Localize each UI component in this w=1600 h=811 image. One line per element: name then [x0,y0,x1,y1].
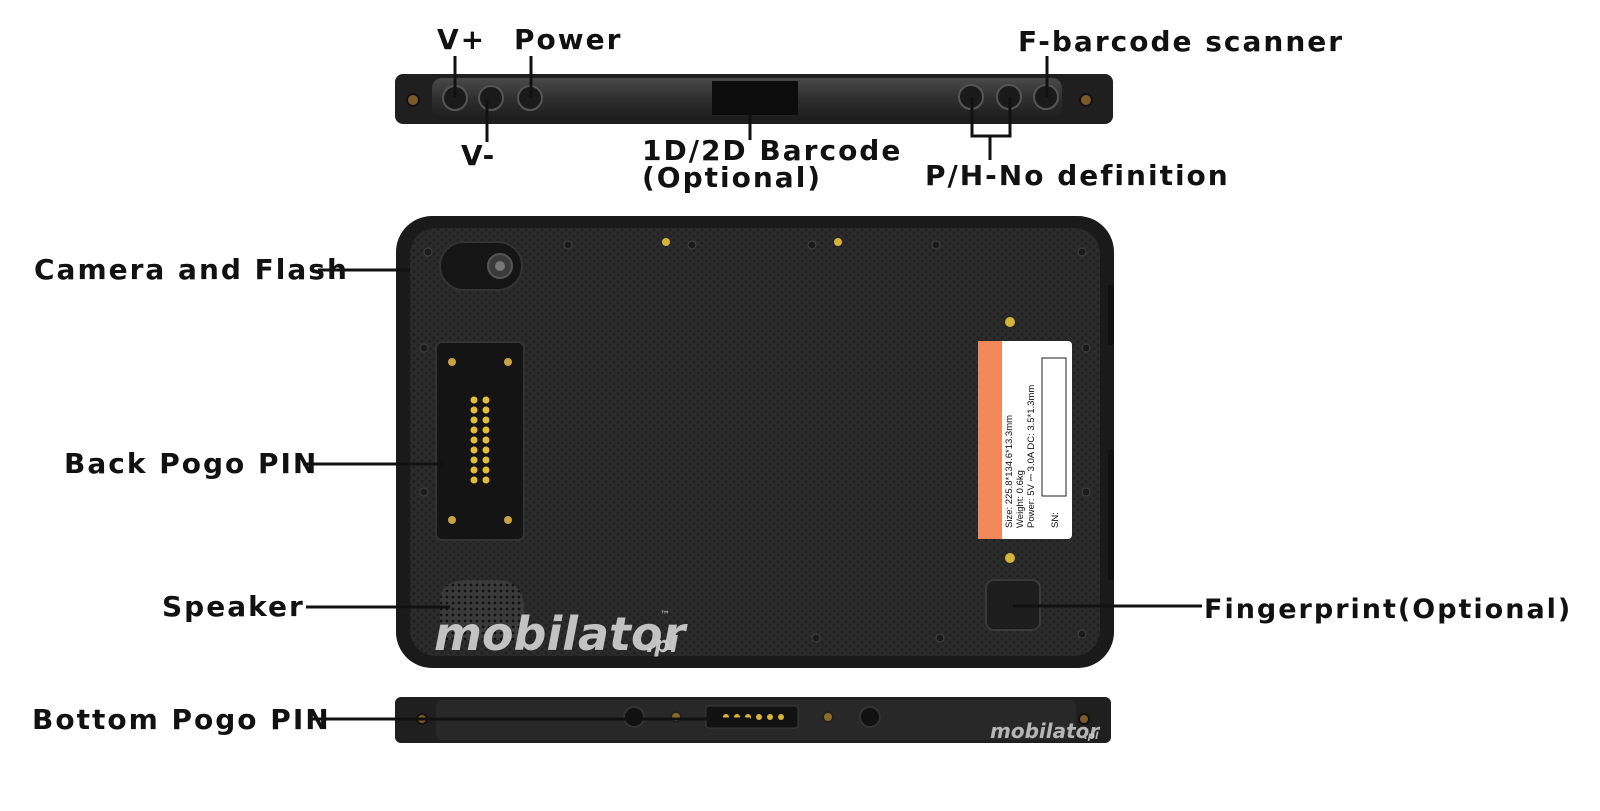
label-1d2d-barcode-line2: (Optional) [642,160,823,194]
barcode-scanner-window [712,81,798,115]
screw-hole [931,240,941,250]
watermark-tm: ™ [660,610,670,621]
bottom-watermark-suffix: .pl [1084,731,1099,742]
top-screw-left [406,93,420,107]
screw-hole [1081,343,1091,353]
label-v-minus: V- [461,139,497,172]
label-power: Power [514,23,623,56]
label-1d2d-barcode-line1: 1D/2D Barcode [642,134,903,167]
label-ph-no-definition: P/H-No definition [925,159,1230,192]
spec-sn: SN: [1050,512,1061,528]
label-f-barcode-scanner: F-barcode scanner [1018,25,1345,58]
spec-size: Size: 225.8*134.6*13.3mm [1004,415,1015,528]
top-contact-pin [662,238,670,246]
screw-hole [419,343,429,353]
label-1d2d-barcode: 1D/2D Barcode (Optional) [642,134,903,194]
speaker-grille [440,580,524,640]
watermark-logo: mobilator [434,607,689,661]
label-speaker: Speaker [162,590,305,623]
bottom-pogo-connector [705,705,799,729]
screw-hole [423,247,433,257]
label-back-pogo-pin: Back Pogo PIN [64,447,319,480]
back-view: Size: 225.8*134.6*13.3mm Weight: 0.6kg P… [396,216,1114,668]
screw-hole [563,240,573,250]
bottom-watermark-logo: mobilator [990,719,1100,743]
label-camera-and-flash: Camera and Flash [34,253,349,286]
screw-hole [687,240,697,250]
camera-module [439,241,523,291]
watermark-suffix: .pl [646,633,678,658]
spec-power: Power: 5V ⎓ 3.0A DC: 3.5*1.3mm [1026,385,1037,528]
screw-hole [807,240,817,250]
screw-hole [419,487,429,497]
screw-hole [1077,629,1087,639]
spec-label-plate: Size: 225.8*134.6*13.3mm Weight: 0.6kg P… [978,317,1072,563]
screw-hole [935,633,945,643]
screw-hole [1081,487,1091,497]
v-minus-button [478,85,504,111]
label-v-plus: V+ [437,23,487,56]
bottom-edge-view: mobilator .pl [395,697,1111,743]
top-contact-pin [834,238,842,246]
top-screw-right [1079,93,1093,107]
label-bottom-pogo-pin: Bottom Pogo PIN [32,703,331,736]
spec-weight: Weight: 0.6kg [1015,470,1026,528]
top-edge-view [395,74,1113,124]
callout-lines [303,56,1202,721]
back-pogo-pin-module [435,341,525,541]
screw-hole [1077,247,1087,257]
screw-hole [811,633,821,643]
label-fingerprint-optional: Fingerprint(Optional) [1204,594,1573,625]
